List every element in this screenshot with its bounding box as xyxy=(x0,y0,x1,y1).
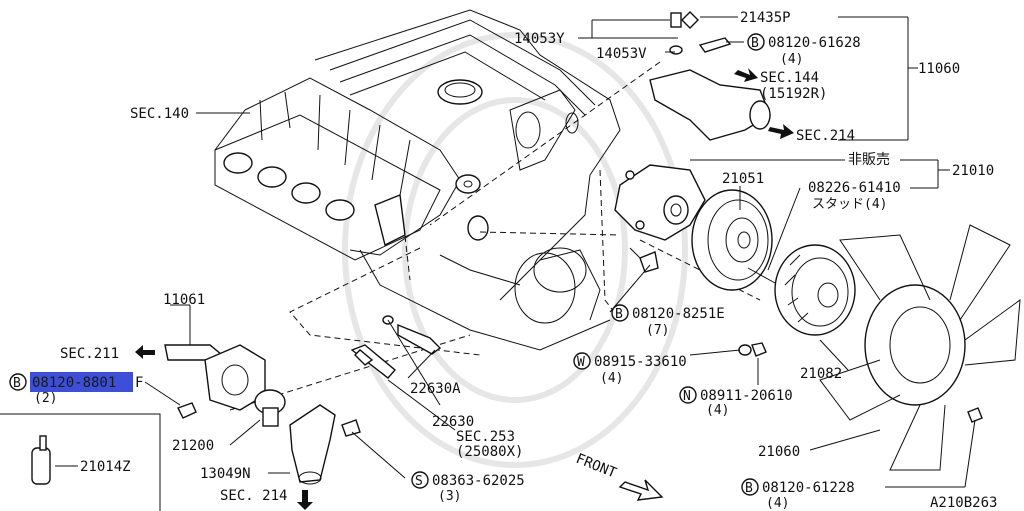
washer-marker-icon xyxy=(573,352,591,370)
label-21435p: 21435P xyxy=(740,10,791,26)
direction-arrows xyxy=(135,68,794,510)
thermostat xyxy=(254,389,286,427)
cooling-fan xyxy=(819,224,1021,471)
label-sec-140: SEC.140 xyxy=(130,106,189,122)
washer-marker-letter: W xyxy=(577,355,585,370)
nut-marker-icon xyxy=(679,386,697,404)
label-08911-20610: 08911-20610 xyxy=(700,388,793,404)
label-not-for-sale: 非販売 xyxy=(848,152,890,168)
label-sec-211: SEC.211 xyxy=(60,346,119,362)
label-08120-61228: 08120-61228 xyxy=(762,480,855,496)
bolt-marker-letter: B xyxy=(615,307,623,322)
label-08120-61628: 08120-61628 xyxy=(768,35,861,51)
label-21200: 21200 xyxy=(172,438,214,454)
bolt-marker-letter: B xyxy=(13,376,21,391)
thermostat-housing-upper xyxy=(649,11,771,141)
label-08120-8251e: 08120-8251E xyxy=(632,306,725,322)
screw-marker-letter: S xyxy=(415,474,423,489)
fan-clutch xyxy=(774,244,856,336)
sensor-22630A xyxy=(382,315,442,355)
pulley xyxy=(691,189,773,291)
nut-marker-letter: N xyxy=(683,389,691,404)
bolt-marker-letter: B xyxy=(745,481,753,496)
label-08915-33610: 08915-33610 xyxy=(594,354,687,370)
label-11060: 11060 xyxy=(918,61,960,77)
engine-illustration xyxy=(214,9,621,351)
bolt-marker-icon xyxy=(611,304,629,322)
qty-08120-8251e: (7) xyxy=(646,323,669,338)
callouts: SEC.140 14053Y 14053V 21435P B 08120-616… xyxy=(9,10,997,511)
label-front: FRONT xyxy=(574,451,620,482)
label-14053y: 14053Y xyxy=(514,31,565,47)
bolt-marker-icon xyxy=(747,33,765,51)
label-22630: 22630 xyxy=(432,414,474,430)
label-21051: 21051 xyxy=(722,171,764,187)
label-08120-8801-suffix: F xyxy=(135,375,143,391)
qty-08120-61628: (4) xyxy=(780,52,803,67)
label-08226-61410: 08226-61410 xyxy=(808,180,901,196)
water-pump xyxy=(614,164,706,273)
label-14053v: 14053V xyxy=(596,46,647,62)
stud xyxy=(747,267,776,284)
diagram-code: A210B263 xyxy=(930,495,997,511)
inlet-screw xyxy=(341,419,361,437)
qty-08363-62025: (3) xyxy=(438,489,461,504)
label-21082: 21082 xyxy=(800,366,842,382)
label-15192r: (15192R) xyxy=(760,86,827,102)
label-sec-253: SEC.253 xyxy=(456,429,515,445)
screw-marker-icon xyxy=(411,471,429,489)
qty-08120-61228: (4) xyxy=(766,496,789,511)
label-11061: 11061 xyxy=(163,292,205,308)
label-sec-144: SEC.144 xyxy=(760,70,819,86)
dashed-guides xyxy=(229,61,761,411)
label-25080x: (25080X) xyxy=(456,444,523,460)
bolt-marker-icon xyxy=(9,373,27,391)
qty-08915-33610: (4) xyxy=(600,371,623,386)
label-21060: 21060 xyxy=(758,444,800,460)
label-21010: 21010 xyxy=(952,163,994,179)
washer-nut xyxy=(738,342,767,357)
leader-lines xyxy=(55,16,976,488)
label-08120-8801-highlighted[interactable]: 08120-8801 xyxy=(32,375,116,391)
water-inlet xyxy=(289,404,336,485)
qty-08120-8801: (2) xyxy=(34,391,57,406)
sensor-22630 xyxy=(350,344,396,379)
inset-box xyxy=(0,413,161,511)
bolt-marker-icon xyxy=(741,478,759,496)
qty-08911-20610: (4) xyxy=(706,403,729,418)
watermark xyxy=(342,32,688,468)
label-sec-214-bottom: SEC. 214 xyxy=(220,488,287,504)
bolt-marker-letter: B xyxy=(751,36,759,51)
label-21014z: 21014Z xyxy=(80,459,131,475)
label-22630a: 22630A xyxy=(410,381,461,397)
label-sec-214-top: SEC.214 xyxy=(796,128,855,144)
highlight-box xyxy=(30,372,133,392)
label-13049n: 13049N xyxy=(200,466,251,482)
fan-bolt xyxy=(967,407,983,423)
label-08363-62025: 08363-62025 xyxy=(432,473,525,489)
label-stud-qty: スタッド(4) xyxy=(812,197,887,212)
